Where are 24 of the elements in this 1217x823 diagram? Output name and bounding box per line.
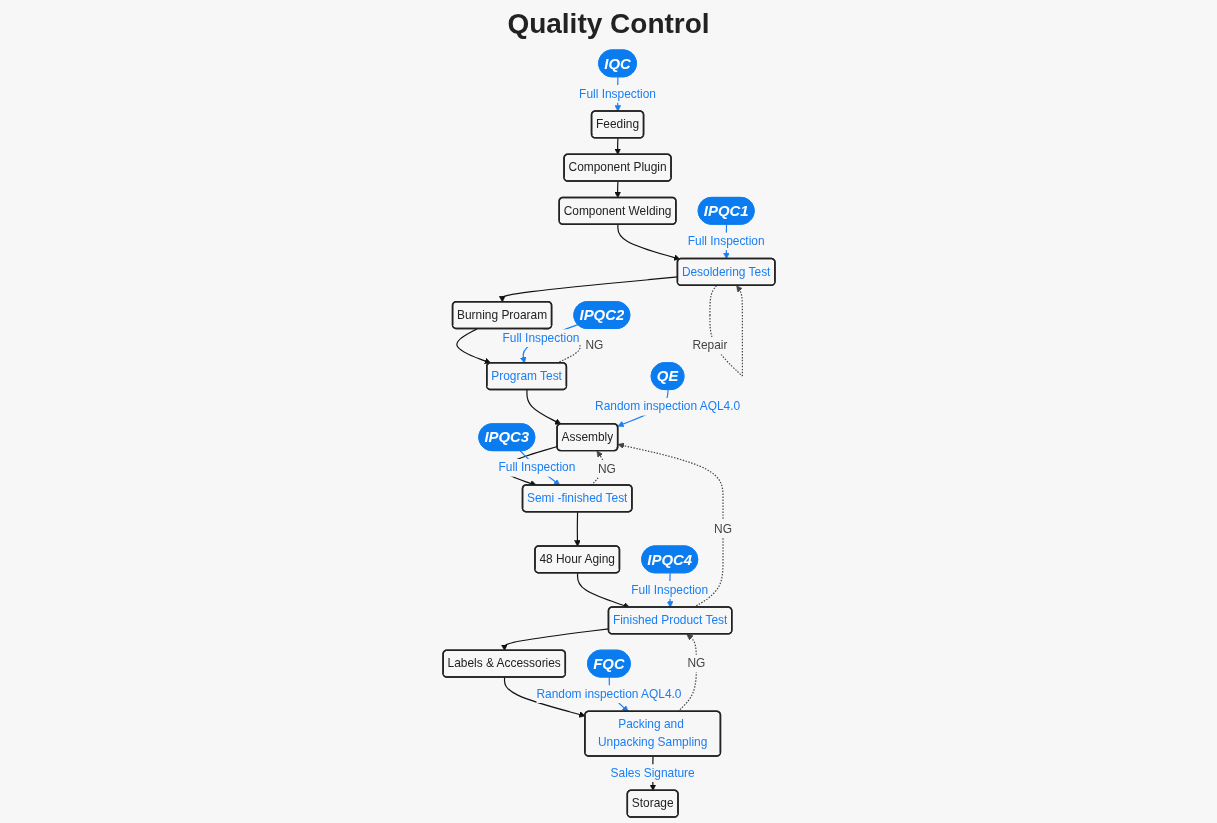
edge-label: Full Inspection (630, 583, 708, 596)
edge-label: Random inspection AQL4.0 (535, 687, 681, 701)
arrow (708, 285, 743, 377)
edge-label: NG (597, 462, 616, 476)
arrow (613, 180, 621, 199)
arrow (576, 572, 630, 609)
edge-label: Sales Signature (610, 766, 695, 780)
arrow (455, 328, 491, 365)
arrow (590, 450, 605, 486)
arrow (616, 224, 680, 261)
edge-label: Full Inspection (498, 461, 575, 474)
diagram-title: Quality Control (507, 8, 710, 40)
edge-label: NG (584, 338, 603, 352)
edge-label: NG (713, 522, 732, 535)
edge-label: Random inspection AQL4.0 (594, 399, 740, 413)
edge-label: Repair (691, 338, 727, 352)
arrow (525, 389, 561, 425)
edge-label: Full Inspection (502, 331, 579, 345)
arrow (573, 511, 581, 547)
arrow (613, 137, 621, 155)
edge-label: Full Inspection (687, 234, 765, 248)
edge-label: Full Inspection (578, 87, 656, 100)
edge-label: NG (686, 656, 705, 670)
arrow (676, 633, 697, 713)
